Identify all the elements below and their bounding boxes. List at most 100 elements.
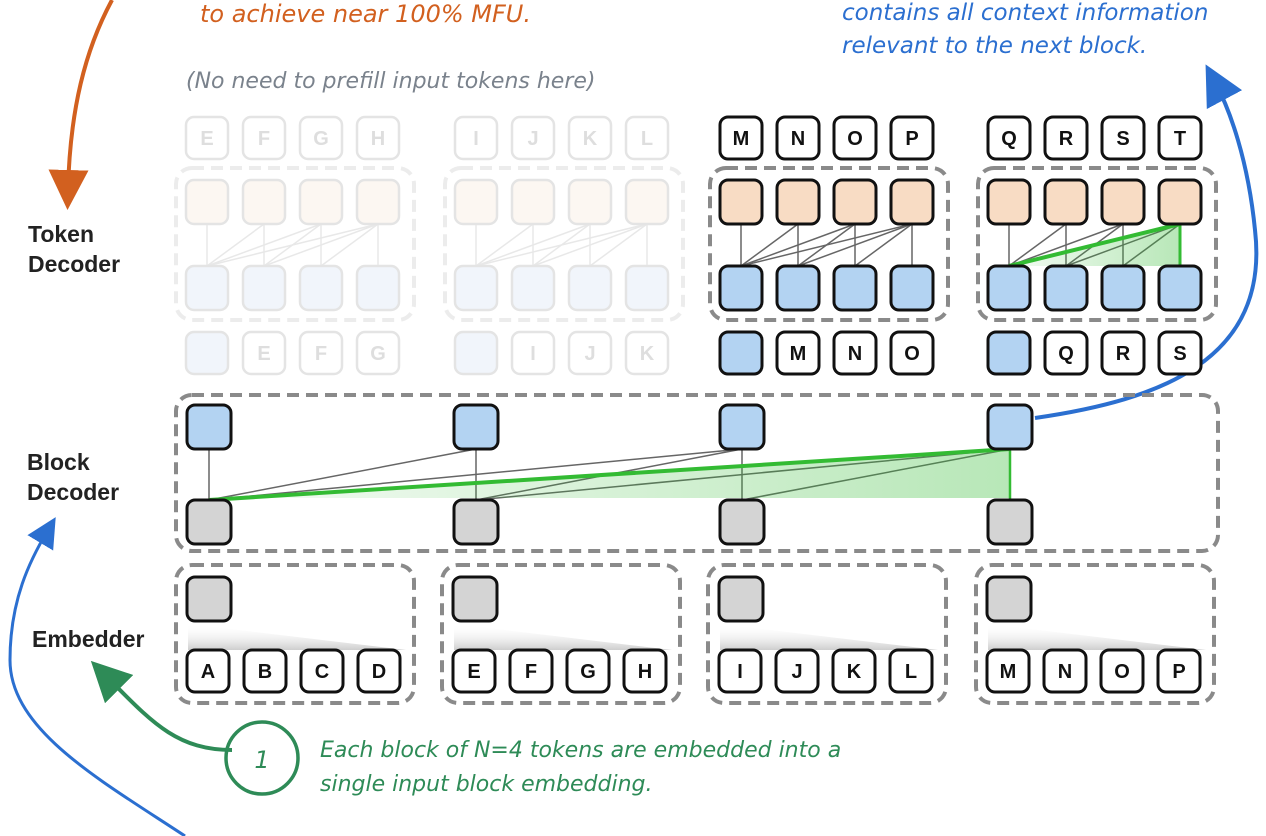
embed-token-P-box: [1156, 648, 1202, 694]
token-decoder-frame: [708, 166, 950, 322]
input-token-I: I: [510, 330, 556, 376]
input-token-K-box: [624, 330, 670, 376]
input-token-E-letter: E: [257, 343, 270, 365]
input-token-Q: Q: [1043, 330, 1089, 376]
output-token-M-box: [718, 115, 764, 161]
input-token-I-box: [510, 330, 556, 376]
input-token-O-letter: O: [904, 343, 920, 365]
embed-token-J: J: [774, 648, 820, 694]
embedding-gradient: [988, 624, 1206, 650]
blue-note-line2: relevant to the next block.: [842, 33, 1147, 59]
block-decoder-label-2: Decoder: [27, 479, 119, 505]
attention-line: [206, 223, 379, 267]
blue-arrow-to-block-decoder: [8, 517, 186, 836]
embed-token-J-box: [774, 648, 820, 694]
block-output-3: [718, 403, 766, 451]
peach-hidden-state: [986, 178, 1032, 226]
input-token-G-letter: G: [370, 343, 386, 365]
output-token-T-letter: T: [1174, 128, 1186, 150]
peach-hidden-state: [184, 178, 230, 226]
input-token-J-letter: J: [584, 343, 595, 365]
input-token-E-box: [241, 330, 287, 376]
input-token-M: M: [775, 330, 821, 376]
output-token-S-letter: S: [1116, 128, 1129, 150]
block-output-2: [452, 403, 500, 451]
output-token-E: E: [184, 115, 230, 161]
peach-hidden-state: [510, 178, 556, 226]
output-token-H-letter: H: [371, 128, 385, 150]
blue-hidden-state: [298, 264, 344, 312]
output-token-G: G: [298, 115, 344, 161]
embed-token-P-letter: P: [1172, 661, 1185, 683]
peach-hidden-state: [624, 178, 670, 226]
attention-line: [206, 223, 265, 267]
output-token-O-letter: O: [847, 128, 863, 150]
block-attention-line: [208, 448, 743, 501]
blue-hidden-state: [1157, 264, 1203, 312]
block-embedding-input: [184, 330, 230, 376]
embed-token-I-letter: I: [737, 661, 743, 683]
embed-token-I-box: [717, 648, 763, 694]
token-decoder-frame: [174, 166, 416, 322]
input-token-J: J: [567, 330, 613, 376]
embed-token-G: G: [565, 648, 611, 694]
block-attention-highlight-line: [208, 447, 1011, 502]
embed-token-M: M: [985, 648, 1031, 694]
output-token-F-letter: F: [258, 128, 270, 150]
output-token-E-box: [184, 115, 230, 161]
blue-hidden-state: [832, 264, 878, 312]
peach-hidden-state: [567, 178, 613, 226]
output-token-I-box: [453, 115, 499, 161]
output-token-S: S: [1100, 115, 1146, 161]
embed-token-M-letter: M: [1000, 661, 1017, 683]
attention-line: [854, 223, 913, 267]
embed-token-N-letter: N: [1058, 661, 1072, 683]
orange-arrow: [48, 0, 114, 210]
output-token-H: H: [355, 115, 401, 161]
embed-token-F-letter: F: [525, 661, 537, 683]
blue-hidden-state: [567, 264, 613, 312]
blue-hidden-state: [986, 264, 1032, 312]
input-token-K-letter: K: [640, 343, 655, 365]
output-token-O-box: [832, 115, 878, 161]
embed-token-A-box: [185, 648, 231, 694]
embedding-gradient: [188, 624, 406, 650]
block-embedding-input-box: [718, 330, 764, 376]
block-embedding: [985, 575, 1033, 623]
embed-token-B-letter: B: [258, 661, 272, 683]
input-token-G: G: [355, 330, 401, 376]
attention-line: [740, 223, 799, 267]
block-embedding: [185, 575, 233, 623]
output-token-P: P: [889, 115, 935, 161]
output-token-I: I: [453, 115, 499, 161]
attention-line: [797, 223, 913, 267]
gray-note: (No need to prefill input tokens here): [186, 69, 596, 94]
input-token-F-box: [298, 330, 344, 376]
block-embedding-input-box: [986, 330, 1032, 376]
input-token-O-box: [889, 330, 935, 376]
block-embedding-input: [986, 330, 1032, 376]
attention-line: [206, 223, 322, 267]
block-embedding-input: [718, 330, 764, 376]
output-token-Q-box: [986, 115, 1032, 161]
output-token-L-letter: L: [641, 128, 653, 150]
attention-line: [475, 223, 591, 267]
output-token-T: T: [1157, 115, 1203, 161]
embed-token-H-letter: H: [638, 661, 652, 683]
input-token-K: K: [624, 330, 670, 376]
peach-hidden-state: [889, 178, 935, 226]
output-token-R-letter: R: [1059, 128, 1074, 150]
embed-token-P: P: [1156, 648, 1202, 694]
embed-token-K: K: [831, 648, 877, 694]
output-token-K-letter: K: [583, 128, 598, 150]
block-input-4: [986, 498, 1034, 546]
output-token-M: M: [718, 115, 764, 161]
output-token-S-box: [1100, 115, 1146, 161]
block-input-3: [718, 498, 766, 546]
output-token-G-box: [298, 115, 344, 161]
embedder-frame: [706, 563, 948, 705]
